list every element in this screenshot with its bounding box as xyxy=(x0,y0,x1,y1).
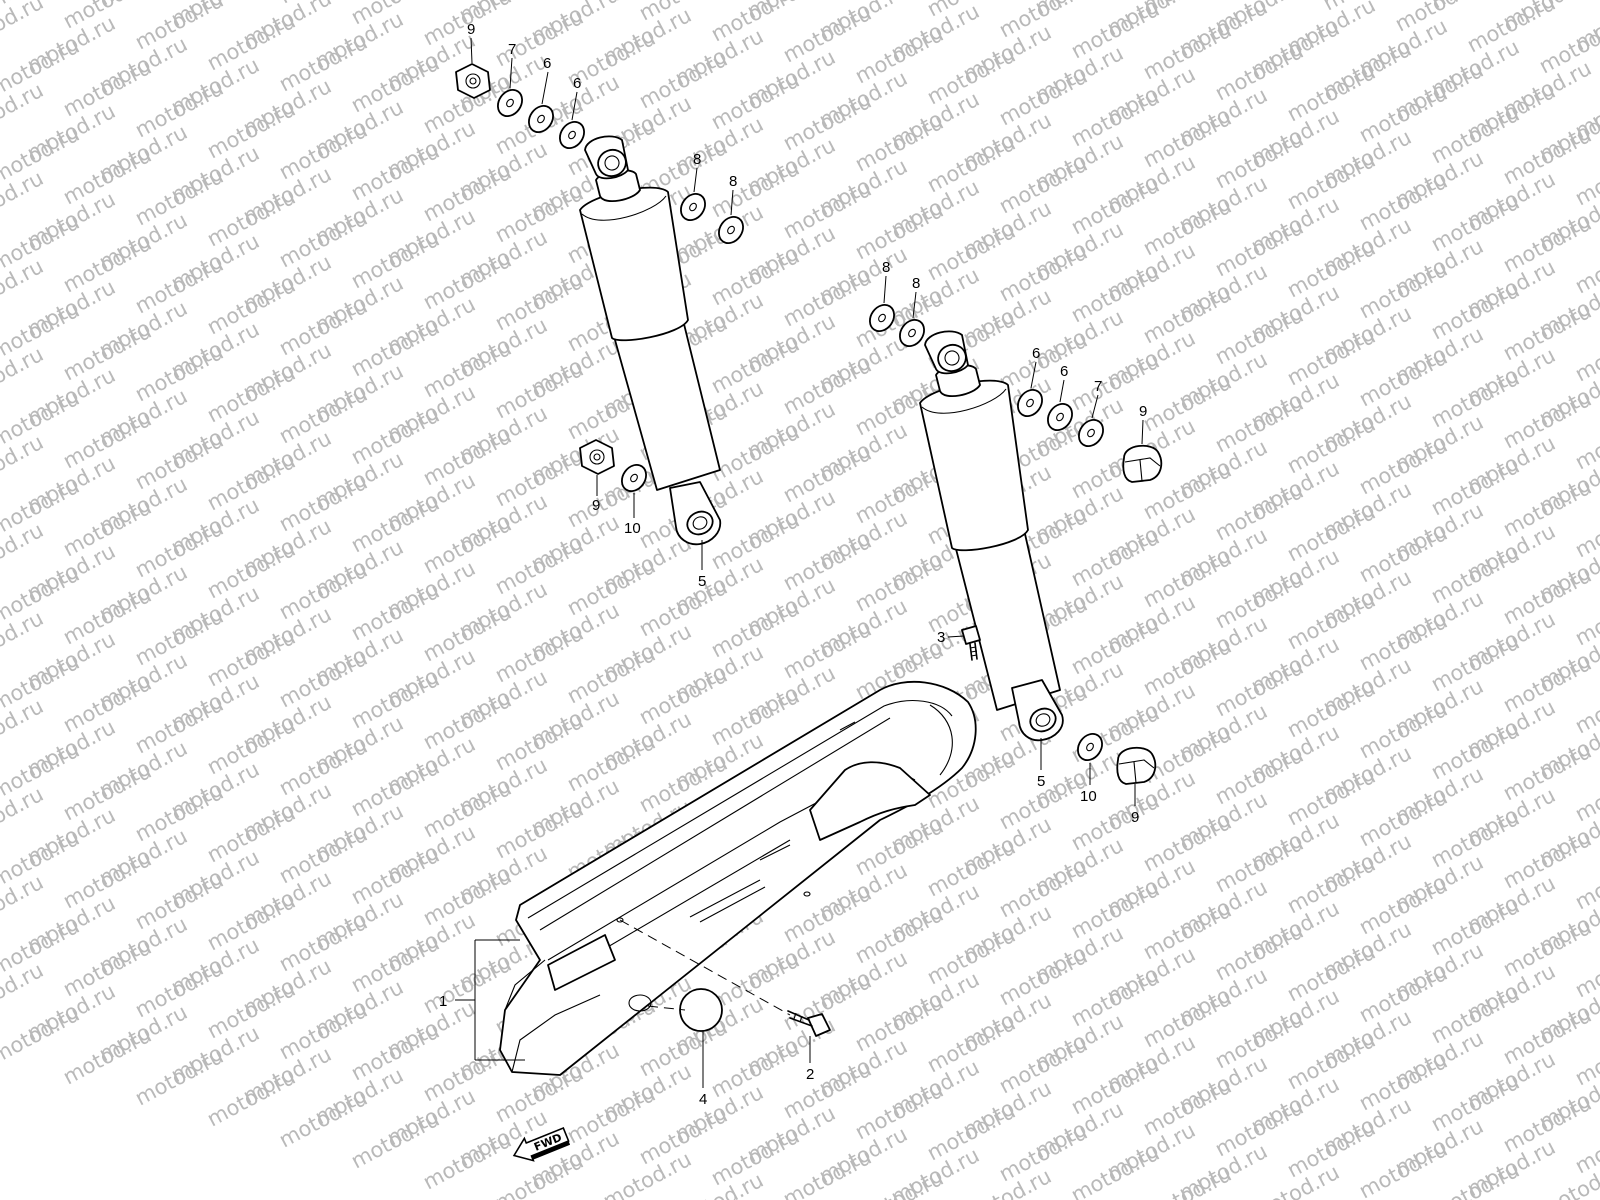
watermark-text: motod.ru xyxy=(1139,1162,1235,1200)
washer-part-7 xyxy=(1078,419,1104,447)
part-number-label: 6 xyxy=(1060,363,1068,380)
watermark-text: motod.ru xyxy=(1067,1141,1163,1200)
bolt-part-3 xyxy=(961,625,981,661)
watermark-text: motod.ru xyxy=(347,1107,443,1173)
forward-direction-arrow: FWD xyxy=(512,1126,571,1162)
part-number-label: 2 xyxy=(806,1066,814,1083)
nut-part-9 xyxy=(579,439,615,475)
washer-part-8 xyxy=(718,216,744,244)
washer-part-8 xyxy=(869,304,895,332)
washer-part-10 xyxy=(1077,733,1103,761)
part-number-label: 5 xyxy=(1037,773,1045,790)
part-number-label: 10 xyxy=(624,520,641,537)
part-number-label: 9 xyxy=(1131,809,1139,826)
part-number-label: 6 xyxy=(543,55,551,72)
part-number-label: 8 xyxy=(912,275,920,292)
watermark-text: motod.ru xyxy=(203,1065,299,1131)
washer-part-6 xyxy=(528,105,554,133)
watermark-text: motod.ru xyxy=(131,1044,227,1110)
part-number-label: 9 xyxy=(1139,403,1147,420)
rear-shock-absorber-left xyxy=(579,135,722,546)
part-number-label: 7 xyxy=(508,41,516,58)
rear-shock-absorber-right xyxy=(919,330,1064,742)
watermark-text: motod.ru xyxy=(275,1086,371,1152)
washer-part-8 xyxy=(680,193,706,221)
washer-part-8 xyxy=(899,319,925,347)
washer-part-10 xyxy=(621,464,647,492)
callout-labels: 9 7 6 6 8 8 9 10 5 8 8 6 6 7 9 3 5 10 9 … xyxy=(439,21,1147,1108)
watermark-text: motod.ru xyxy=(1427,1158,1523,1200)
chain-case-part-1 xyxy=(499,680,977,1076)
part-number-label: 6 xyxy=(573,75,581,92)
plug-cap-part-4 xyxy=(679,988,723,1032)
watermark-text: motod.ru xyxy=(779,1145,875,1200)
hardware-parts xyxy=(455,63,1163,1037)
washer-part-6 xyxy=(1017,389,1043,417)
cap-nut-part-9 xyxy=(1122,444,1163,483)
washer-part-7 xyxy=(497,89,523,117)
watermark-text: motod.ru xyxy=(419,1128,515,1194)
watermark-text: motod.ru xyxy=(59,1023,155,1089)
part-number-label: 8 xyxy=(882,259,890,276)
part-number-label: 9 xyxy=(592,497,600,514)
watermark-text: motod.ru xyxy=(0,1002,83,1068)
part-number-label: 10 xyxy=(1080,788,1097,805)
part-number-label: 8 xyxy=(693,151,701,168)
part-number-label: 3 xyxy=(937,629,945,646)
part-number-label: 7 xyxy=(1094,378,1102,395)
part-number-label: 1 xyxy=(439,993,447,1010)
washer-part-6 xyxy=(1047,403,1073,431)
nut-part-9 xyxy=(455,63,491,99)
cap-nut-part-9 xyxy=(1116,746,1157,785)
part-number-label: 8 xyxy=(729,173,737,190)
part-number-label: 6 xyxy=(1032,345,1040,362)
watermark-text: motod.ru xyxy=(1355,1137,1451,1200)
part-number-label: 4 xyxy=(699,1091,707,1108)
washer-part-6 xyxy=(559,121,585,149)
bolt-part-2 xyxy=(787,1010,831,1037)
part-number-label: 5 xyxy=(698,573,706,590)
leader-lines xyxy=(455,37,1144,1088)
part-number-label: 9 xyxy=(467,21,475,38)
